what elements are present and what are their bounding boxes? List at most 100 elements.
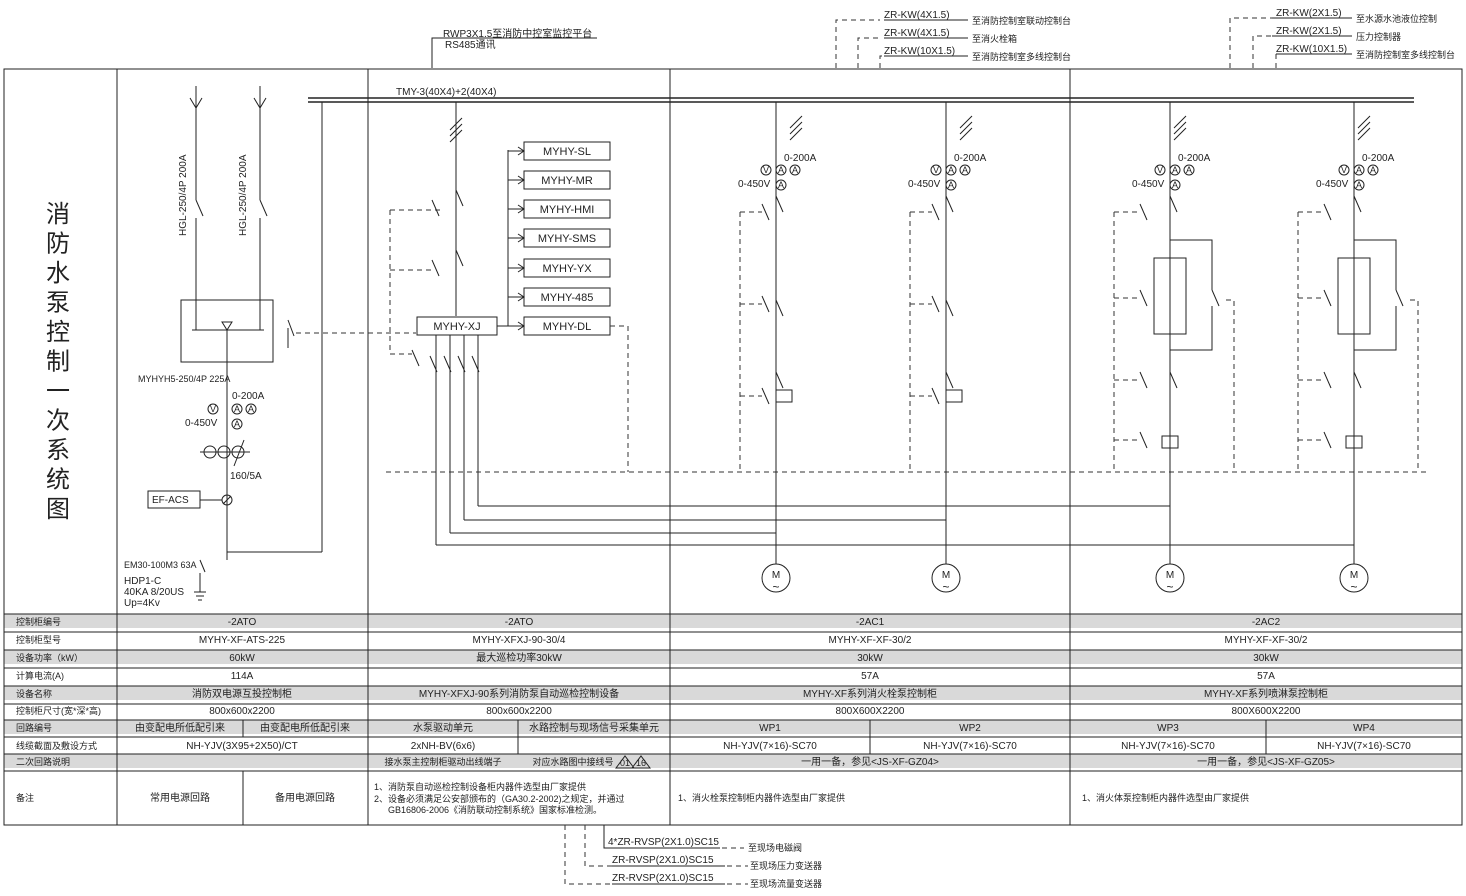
motor-icon (1155, 563, 1185, 593)
cable-cell: NH-YJV(7×16)-SC70 (1121, 741, 1215, 752)
table-row-label: 控制柜尺寸(宽*深*高) (16, 705, 101, 716)
cable-cell: NH-YJV(7×16)-SC70 (723, 741, 817, 752)
circuit-cell: WP3 (1157, 723, 1179, 734)
motor-icon (931, 563, 961, 593)
meter-symbol: A (778, 180, 784, 190)
ammeter-range: 0-200A (954, 153, 987, 164)
xj-module-label: MYHY-485 (541, 292, 594, 304)
triangle-label-1: 01 (620, 758, 630, 768)
cable-cell: 2xNH-BV(6x6) (411, 741, 475, 752)
xj-module-box (523, 170, 611, 190)
ammeter-range: 0-200A (784, 153, 817, 164)
rwp-cable-label: RWP3X1.5至消防中控室监控平台 (443, 27, 592, 40)
bottom-cable-1: 4*ZR-RVSP(2X1.0)SC15 (608, 837, 719, 848)
kw-dest-3: 至消防控制室多线控制台 (972, 51, 1071, 62)
meter-symbol: A (1356, 180, 1362, 190)
table-row-label: 设备名称 (16, 688, 52, 699)
spd-label-1: HDP1-C (124, 576, 161, 587)
motor-letter: M (942, 570, 950, 581)
xj-module-label: MYHY-HMI (540, 204, 595, 216)
remark-ac2: 1、消火体泵控制柜内器件选型由厂家提供 (1082, 792, 1249, 803)
circuit-cell: 水泵驱动单元 (413, 722, 473, 734)
motor-letter: M (1350, 570, 1358, 581)
title-char: 统 (46, 467, 70, 494)
table-row-label: 设备功率（kW） (16, 652, 83, 663)
remark-xj-line: 1、消防泵自动巡检控制设备柜内器件选型由厂家提供 (374, 781, 586, 792)
meter-symbol: A (778, 165, 784, 175)
svg-text:A: A (248, 404, 254, 414)
voltmeter-range: 0-450V (738, 179, 771, 190)
kw-cable-1: ZR-KW(4X1.5) (884, 10, 950, 21)
motor-tilde: ~ (1166, 580, 1173, 594)
table-cell: MYHY-XF-XF-30/2 (829, 635, 912, 646)
triangle-label-2: 16 (636, 758, 646, 768)
xj-module-box (523, 228, 611, 248)
table-row-label: 二次回路说明 (16, 756, 70, 767)
circuit-cell: WP1 (759, 723, 781, 734)
xj-module-label: MYHY-MR (541, 175, 593, 187)
table-cell: MYHY-XFXJ-90-30/4 (473, 635, 566, 646)
table-cell: -2AC2 (1252, 617, 1281, 628)
meter-symbol: A (1356, 165, 1362, 175)
xj-section: MYHY-XJ MYHY-SLMYHY-MRMYHY-HMIMYHY-SMSMY… (389, 102, 1354, 546)
table-cell: 60kW (229, 653, 255, 664)
table-cell: 30kW (857, 653, 883, 664)
motor-tilde: ~ (772, 580, 779, 594)
table-row-label: 回路编号 (16, 722, 52, 733)
title-char: 制 (46, 349, 70, 376)
circuit-cell: 由变配电所低配引来 (260, 721, 350, 734)
bottom-cable-3: ZR-RVSP(2X1.0)SC15 (612, 873, 714, 884)
xj-module-box (523, 141, 611, 161)
spd-label-2: 40KA 8/20US (124, 587, 184, 598)
svg-text:V: V (210, 404, 216, 414)
xj-module-label: MYHY-YX (542, 263, 592, 275)
breaker-label: EM30-100M3 63A (124, 560, 197, 570)
cable-cell: NH-YJV(3X95+2X50)/CT (186, 741, 297, 752)
table-cell: -2ATO (228, 617, 257, 628)
kw2-cable-3: ZR-KW(10X1.5) (1276, 44, 1347, 55)
title-char: 泵 (46, 290, 70, 317)
title-char: 防 (46, 231, 70, 258)
table-row-label: 控制柜型号 (16, 634, 61, 645)
table-cell: MYHY-XFXJ-90系列消防泵自动巡检控制设备 (419, 687, 619, 700)
kw2-cable-2: ZR-KW(2X1.5) (1276, 26, 1342, 37)
kw-dest-1: 至消防控制室联动控制台 (972, 15, 1071, 26)
bottom-notes: 4*ZR-RVSP(2X1.0)SC15 至现场电磁阀 ZR-RVSP(2X1.… (564, 825, 822, 889)
svg-text:A: A (234, 419, 240, 429)
voltmeter-range: 0-450V (1132, 179, 1165, 190)
cable-cell: NH-YJV(7×16)-SC70 (1317, 741, 1411, 752)
remark-xj-line: GB16806-2006《消防联动控制系统》国家标准检测。 (388, 804, 602, 815)
table-cell: -2ATO (505, 617, 534, 628)
meter-symbol: A (1172, 165, 1178, 175)
top-notes: RWP3X1.5至消防中控室监控平台 RS485通讯 ZR-KW(4X1.5) … (431, 8, 1455, 68)
meter-symbol: V (1341, 165, 1347, 175)
meter-symbol: V (763, 165, 769, 175)
kw2-dest-3: 至消防控制室多线控制台 (1356, 49, 1455, 60)
xj-module-box (523, 258, 611, 278)
motor-tilde: ~ (1350, 580, 1357, 594)
ats-section: HGL-250/4P 200A HGL-250/4P 200A MYHYH5-2… (124, 86, 416, 609)
meter-symbol: A (948, 165, 954, 175)
motor-letter: M (772, 570, 780, 581)
table-row-labels: 控制柜编号控制柜型号设备功率（kW）计算电流(A)设备名称控制柜尺寸(宽*深*高… (16, 616, 101, 803)
table-cell: -2AC1 (856, 617, 885, 628)
bottom-dest-3: 至现场流量变送器 (750, 878, 822, 889)
circuit-cell: WP4 (1353, 723, 1375, 734)
secondary-cell: 一用一备，参见<JS-XF-GZ05> (1197, 755, 1335, 768)
voltmeter-range: 0-450V (1316, 179, 1349, 190)
remark-ac1: 1、消火栓泵控制柜内器件选型由厂家提供 (678, 792, 845, 803)
main-busbar: TMY-3(40X4)+2(40X4) (308, 87, 1414, 552)
circuit-cell: WP2 (959, 723, 981, 734)
kw-cable-3: ZR-KW(10X1.5) (884, 46, 955, 57)
motor-tilde: ~ (942, 580, 949, 594)
svg-text:A: A (234, 404, 240, 414)
kw2-dest-2: 压力控制器 (1356, 31, 1401, 42)
table-cell: 800x600x2200 (486, 706, 552, 717)
kw-cable-2: ZR-KW(4X1.5) (884, 28, 950, 39)
busbar-label: TMY-3(40X4)+2(40X4) (396, 87, 497, 98)
title-char: 图 (46, 496, 70, 523)
rs485-label: RS485通讯 (445, 39, 496, 51)
